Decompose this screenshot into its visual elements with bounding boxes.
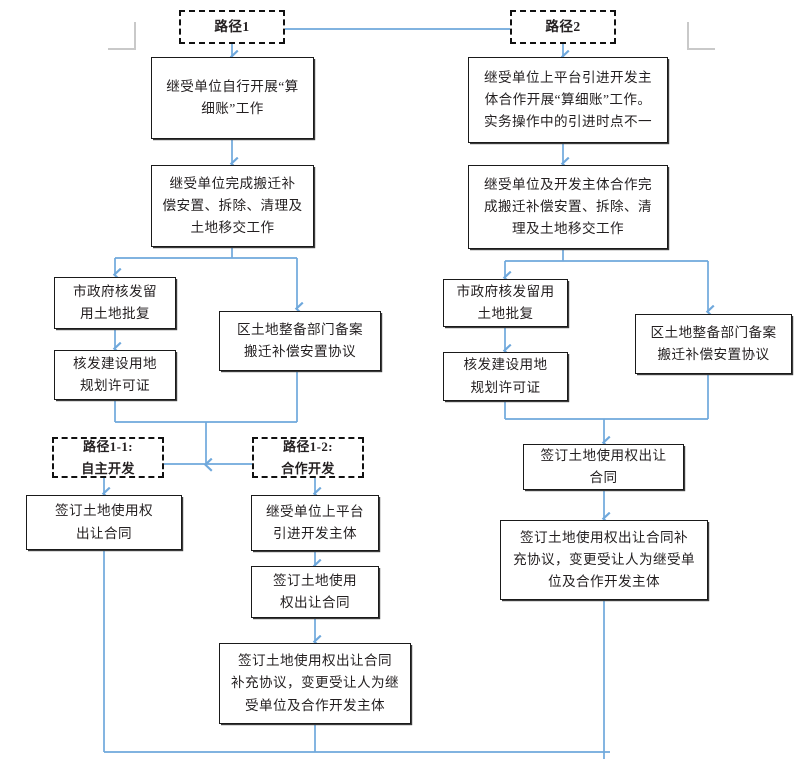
node-p2-supplement[interactable]: 签订土地使用权出让合同补 充协议，变更受让人为继受单 位及合作开发主体 — [500, 520, 708, 600]
path1-2-label-text: 路径1-2: 合作开发 — [281, 439, 335, 476]
page-corner-mark-left — [108, 22, 136, 50]
node-p12-supplement-text: 签订土地使用权出让合同 补充协议，变更受让人为继 受单位及合作开发主体 — [231, 653, 399, 713]
node-p2-planning-permit[interactable]: 核发建设用地 规划许可证 — [443, 352, 568, 401]
node-p1-planning-permit-text: 核发建设用地 规划许可证 — [73, 355, 157, 393]
node-p2-planning-permit-text: 核发建设用地 规划许可证 — [463, 357, 548, 395]
node-p2-record-agreement-text: 区土地整备部门备案 搬迁补偿安置协议 — [650, 324, 777, 362]
path1-label-box[interactable]: 路径1 — [179, 10, 285, 44]
node-p1-gov-approval[interactable]: 市政府核发留 用土地批复 — [54, 277, 176, 329]
node-p2-step1-text: 继受单位上平台引进开发主 体合作开展“算细账”工作。 实务操作中的引进时点不一 — [484, 69, 652, 129]
node-p11-contract[interactable]: 签订土地使用权 出让合同 — [26, 495, 182, 550]
node-p1-step1-text: 继受单位自行开展“算 细账”工作 — [166, 78, 299, 116]
node-p12-platform-text: 继受单位上平台 引进开发主体 — [266, 503, 364, 541]
node-p12-supplement[interactable]: 签订土地使用权出让合同 补充协议，变更受让人为继 受单位及合作开发主体 — [219, 643, 411, 724]
node-p1-record-agreement[interactable]: 区土地整备部门备案 搬迁补偿安置协议 — [219, 311, 381, 371]
path1-1-label-box[interactable]: 路径1-1: 自主开发 — [52, 437, 164, 478]
node-p1-gov-approval-text: 市政府核发留 用土地批复 — [73, 283, 157, 321]
node-p1-step1[interactable]: 继受单位自行开展“算 细账”工作 — [151, 57, 314, 139]
node-p1-record-agreement-text: 区土地整备部门备案 搬迁补偿安置协议 — [237, 321, 363, 359]
node-p2-step1[interactable]: 继受单位上平台引进开发主 体合作开展“算细账”工作。 实务操作中的引进时点不一 — [468, 57, 668, 143]
path1-label-text: 路径1 — [214, 18, 250, 34]
node-p2-step2-text: 继受单位及开发主体合作完 成搬迁补偿安置、拆除、清 理及土地移交工作 — [484, 176, 652, 236]
page-corner-mark-right — [687, 22, 715, 50]
path2-label-box[interactable]: 路径2 — [510, 10, 616, 44]
node-p12-contract[interactable]: 签订土地使用 权出让合同 — [251, 566, 379, 618]
node-p12-platform[interactable]: 继受单位上平台 引进开发主体 — [251, 495, 379, 551]
node-p1-step2[interactable]: 继受单位完成搬迁补 偿安置、拆除、清理及 土地移交工作 — [151, 165, 314, 247]
node-p2-gov-approval[interactable]: 市政府核发留用 土地批复 — [443, 279, 568, 327]
node-p1-step2-text: 继受单位完成搬迁补 偿安置、拆除、清理及 土地移交工作 — [162, 175, 303, 235]
path2-label-text: 路径2 — [545, 18, 581, 34]
path1-1-label-text: 路径1-1: 自主开发 — [81, 439, 135, 476]
node-p2-contract[interactable]: 签订土地使用权出让 合同 — [523, 444, 684, 490]
node-p1-planning-permit[interactable]: 核发建设用地 规划许可证 — [54, 350, 176, 400]
node-p2-contract-text: 签订土地使用权出让 合同 — [540, 447, 667, 485]
path1-2-label-box[interactable]: 路径1-2: 合作开发 — [252, 437, 364, 478]
node-p2-record-agreement[interactable]: 区土地整备部门备案 搬迁补偿安置协议 — [635, 314, 792, 374]
node-p2-step2[interactable]: 继受单位及开发主体合作完 成搬迁补偿安置、拆除、清 理及土地移交工作 — [468, 165, 668, 249]
node-p2-gov-approval-text: 市政府核发留用 土地批复 — [456, 283, 555, 321]
node-p11-contract-text: 签订土地使用权 出让合同 — [55, 503, 153, 541]
node-p2-supplement-text: 签订土地使用权出让合同补 充协议，变更受让人为继受单 位及合作开发主体 — [513, 529, 695, 589]
node-p12-contract-text: 签订土地使用 权出让合同 — [273, 572, 357, 610]
